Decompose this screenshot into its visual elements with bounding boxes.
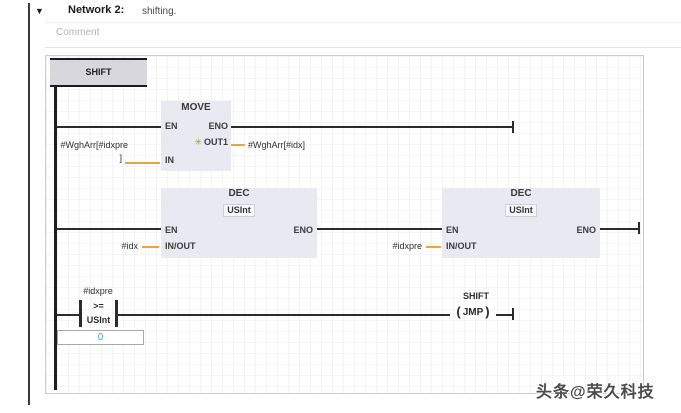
coil-paren-close: ) <box>485 304 490 319</box>
move-out-row: ✳ OUT1 <box>194 137 228 147</box>
move-in-operand-line1[interactable]: #WghArr[#idxpre <box>60 140 128 150</box>
dec1-operand[interactable]: #idx <box>121 241 138 251</box>
compare-operator[interactable]: >= <box>93 301 104 311</box>
move-in-operand-line2[interactable]: ] <box>119 153 122 163</box>
contact-bar-left <box>79 300 82 327</box>
contact-bar-right <box>115 300 118 327</box>
jump-destination-label[interactable]: SHIFT <box>50 58 147 87</box>
dec-block-2[interactable]: DEC USInt EN ENO IN/OUT <box>442 188 600 258</box>
dec1-pin-en: EN <box>165 225 178 235</box>
wire-end-tick <box>638 222 640 234</box>
move-pin-en: EN <box>165 121 178 131</box>
dec1-title: DEC <box>228 188 250 199</box>
comment-divider <box>45 47 681 48</box>
wire-rung2-right <box>600 228 640 230</box>
network-subtitle[interactable]: shifting. <box>142 6 177 17</box>
lad-canvas: SHIFT MOVE EN ENO ✳ OUT1 IN #WghArr[#idx… <box>45 55 644 394</box>
move-pin-in: IN <box>165 155 174 165</box>
operand-connector <box>125 162 160 164</box>
header-divider <box>45 22 681 23</box>
move-pin-eno: ENO <box>208 121 228 131</box>
move-block-title: MOVE <box>181 102 211 113</box>
wire-rung1-right <box>230 126 514 128</box>
dec2-pin-en: EN <box>446 225 459 235</box>
wire-rung2-left <box>57 228 161 230</box>
wire-rung2-mid <box>317 228 442 230</box>
jmp-coil[interactable]: ( JMP ) <box>450 304 496 320</box>
collapse-triangle-icon[interactable]: ▼ <box>35 6 44 16</box>
dec2-title: DEC <box>510 188 532 199</box>
wire-rung3-left <box>57 314 80 316</box>
update-star-icon: ✳ <box>194 136 202 147</box>
network-indent-line <box>28 3 30 405</box>
compare-datatype[interactable]: USInt <box>86 315 111 325</box>
wire-end-tick <box>512 308 514 320</box>
dec2-pin-eno: ENO <box>576 225 596 235</box>
compare-operand[interactable]: #idxpre <box>83 286 113 296</box>
dec1-datatype-dropdown[interactable]: USInt <box>223 204 255 217</box>
coil-paren-open: ( <box>456 304 461 319</box>
move-block[interactable]: MOVE EN ENO ✳ OUT1 IN <box>161 101 231 171</box>
jmp-target-label[interactable]: SHIFT <box>463 291 489 301</box>
coil-name: JMP <box>462 306 484 318</box>
dec-block-1[interactable]: DEC USInt EN ENO IN/OUT <box>161 188 317 258</box>
operand-connector <box>142 246 159 248</box>
comment-field[interactable]: Comment <box>56 27 100 38</box>
network-title[interactable]: Network 2: <box>68 4 125 16</box>
watermark: 头条@荣久科技 <box>536 384 655 401</box>
wire-rung3-mid <box>118 314 450 316</box>
power-rail <box>54 87 57 390</box>
dec2-pin-inout: IN/OUT <box>446 241 477 251</box>
dec1-pin-inout: IN/OUT <box>165 241 196 251</box>
dec2-operand[interactable]: #idxpre <box>392 241 422 251</box>
wire-end-tick <box>512 121 514 133</box>
dec1-pin-eno: ENO <box>293 225 313 235</box>
move-out-operand[interactable]: #WghArr[#idx] <box>248 140 306 150</box>
wire-rung3-right <box>496 314 514 316</box>
operand-connector <box>426 246 441 248</box>
compare-value-input[interactable]: 0 <box>57 330 144 345</box>
dec2-datatype-dropdown[interactable]: USInt <box>505 204 537 217</box>
move-pin-out1: OUT1 <box>203 137 228 147</box>
operand-connector <box>231 144 245 146</box>
wire-rung1-left <box>57 126 162 128</box>
